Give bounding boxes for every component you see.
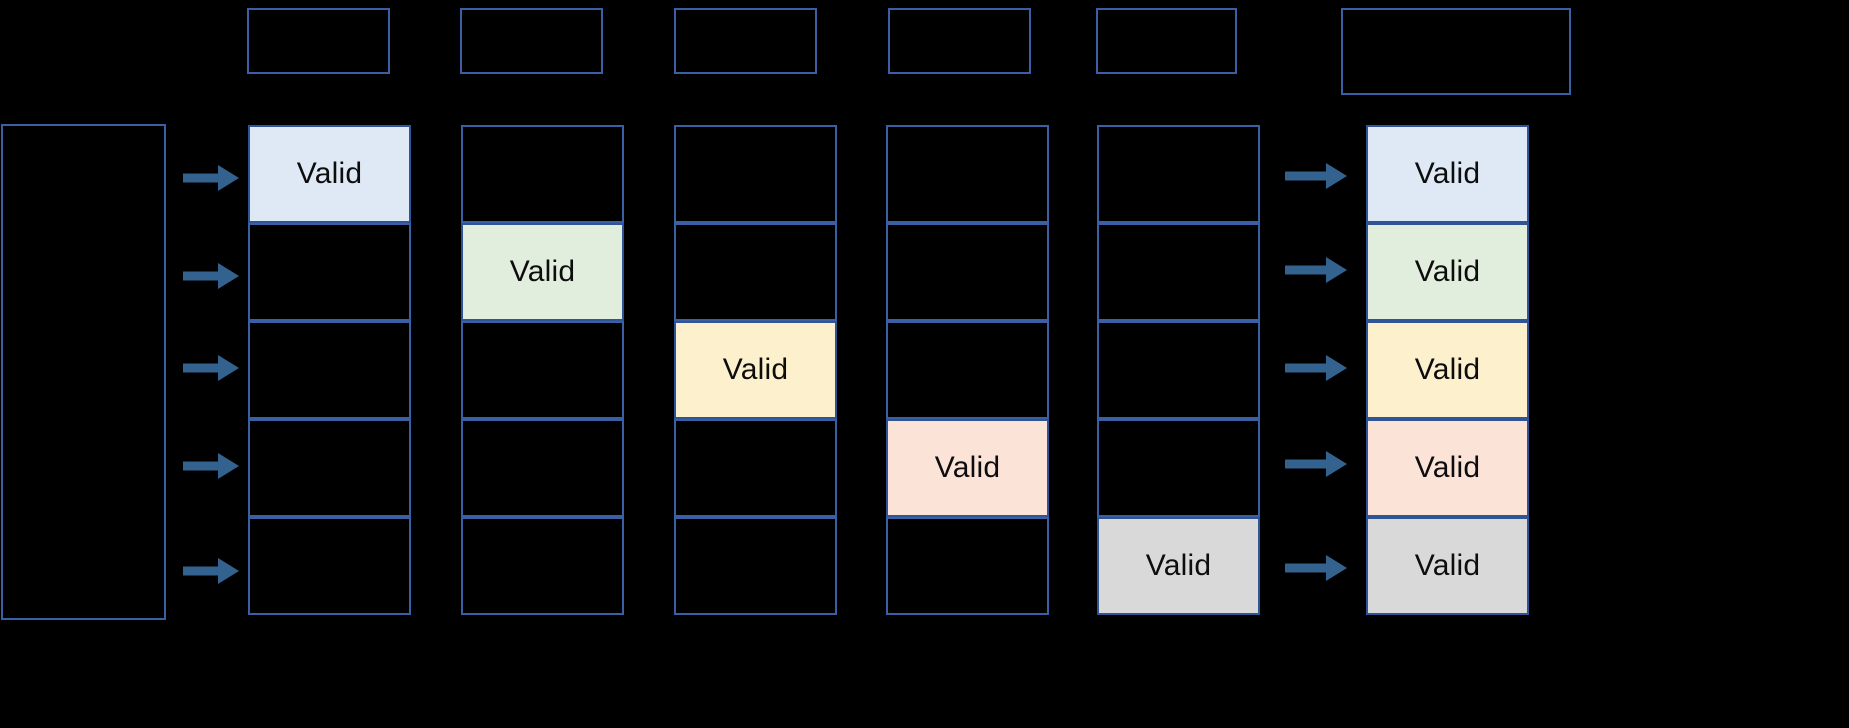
column-5-cell-4[interactable] [1097,419,1260,517]
right-arrow-2-shaft [1285,265,1329,275]
column-5-cell-1[interactable] [1097,125,1260,223]
left-arrow-3-head [218,355,239,381]
source-box[interactable] [1,124,166,620]
header-box-5[interactable] [1096,8,1237,74]
column-4-cell-5[interactable] [886,517,1049,615]
result-column-cell-4[interactable]: Valid [1366,419,1529,517]
column-3-cell-2[interactable] [674,223,837,321]
right-arrow-4-head [1326,451,1347,477]
left-arrow-2-shaft [183,271,221,281]
left-arrow-5-head [218,558,239,584]
column-4-cell-1[interactable] [886,125,1049,223]
right-arrow-1-head [1326,163,1347,189]
column-1-cell-3[interactable] [248,321,411,419]
result-column-cell-3[interactable]: Valid [1366,321,1529,419]
right-arrow-3-shaft [1285,363,1329,373]
column-2-cell-4[interactable] [461,419,624,517]
column-4-cell-2[interactable] [886,223,1049,321]
right-arrow-5-shaft [1285,563,1329,573]
left-arrow-1-head [218,165,239,191]
header-box-4[interactable] [888,8,1031,74]
result-column-cell-2[interactable]: Valid [1366,223,1529,321]
right-arrow-5-head [1326,555,1347,581]
left-arrow-2-head [218,263,239,289]
column-3-cell-5[interactable] [674,517,837,615]
column-2-cell-3[interactable] [461,321,624,419]
result-column-cell-1[interactable]: Valid [1366,125,1529,223]
column-1-cell-1[interactable]: Valid [248,125,411,223]
column-2-cell-2[interactable]: Valid [461,223,624,321]
right-arrow-3-head [1326,355,1347,381]
left-arrow-1-shaft [183,173,221,183]
column-1-cell-5[interactable] [248,517,411,615]
column-1-cell-4[interactable] [248,419,411,517]
header-box-3[interactable] [674,8,817,74]
right-arrow-1-shaft [1285,171,1329,181]
header-box-6[interactable] [1341,8,1571,95]
left-arrow-3-shaft [183,363,221,373]
column-2-cell-5[interactable] [461,517,624,615]
column-4-cell-4[interactable]: Valid [886,419,1049,517]
column-4-cell-3[interactable] [886,321,1049,419]
right-arrow-2-head [1326,257,1347,283]
left-arrow-4-head [218,453,239,479]
column-2-cell-1[interactable] [461,125,624,223]
header-box-2[interactable] [460,8,603,74]
column-5-cell-2[interactable] [1097,223,1260,321]
column-3-cell-3[interactable]: Valid [674,321,837,419]
result-column-cell-5[interactable]: Valid [1366,517,1529,615]
column-3-cell-4[interactable] [674,419,837,517]
right-arrow-4-shaft [1285,459,1329,469]
header-box-1[interactable] [247,8,390,74]
column-5-cell-5[interactable]: Valid [1097,517,1260,615]
column-1-cell-2[interactable] [248,223,411,321]
left-arrow-5-shaft [183,566,221,576]
column-3-cell-1[interactable] [674,125,837,223]
left-arrow-4-shaft [183,461,221,471]
column-5-cell-3[interactable] [1097,321,1260,419]
